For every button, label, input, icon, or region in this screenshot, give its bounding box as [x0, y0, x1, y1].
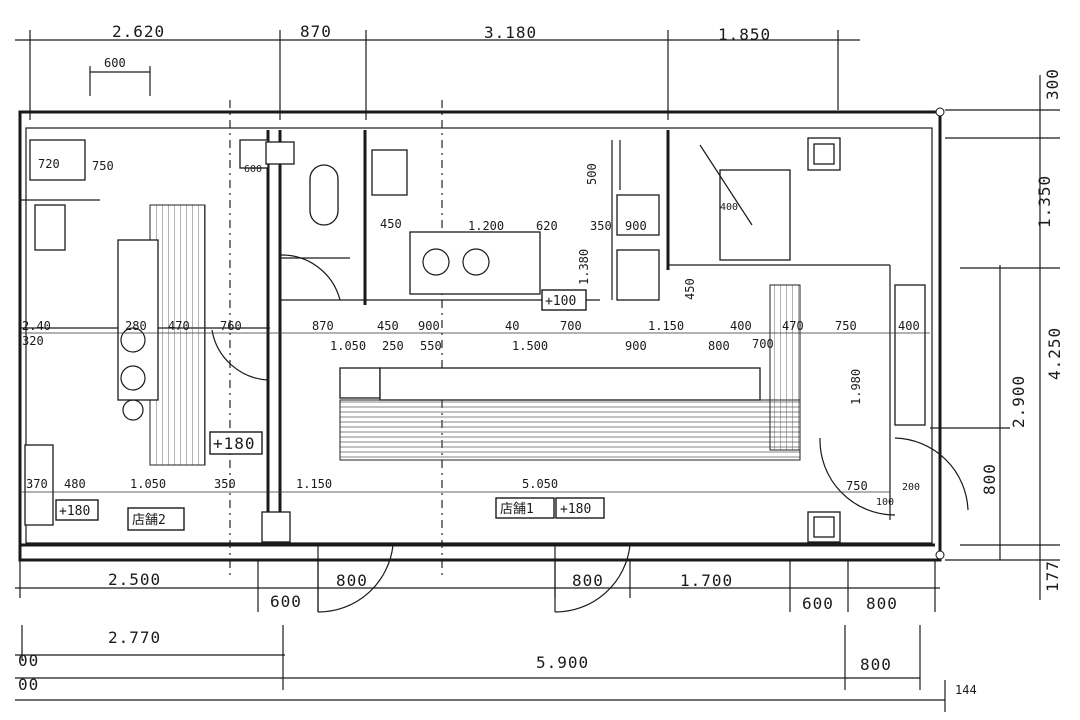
bottom-dim-7: 800 [866, 594, 898, 613]
inner-dim-a-14: 400 [898, 319, 920, 333]
top-dim-4: 1.850 [718, 25, 771, 44]
inner-dim-b-3: 250 [382, 339, 404, 353]
inner-dim-c-2: 480 [64, 477, 86, 491]
inner-dim-d-10: 500 [585, 163, 599, 185]
bottom-dim-5: 600 [270, 592, 302, 611]
bottom-dim-12: 00 [18, 675, 39, 694]
inner-dim-a-1: 2.40 [22, 319, 51, 333]
bottom-dim-13: 144 [955, 683, 977, 697]
kitchen-level-tag [541, 289, 587, 311]
inner-dim-a-12: 470 [782, 319, 804, 333]
top-dimension-lines [15, 30, 860, 580]
inner-dim-c-3: 1.050 [130, 477, 166, 491]
inner-dim-a-10: 1.150 [648, 319, 684, 333]
inner-dim-a-2: 280 [125, 319, 147, 333]
inner-dim-a-7: 900 [418, 319, 440, 333]
right-dim-6: 800 [980, 463, 999, 495]
inner-dim-b-5: 1.500 [512, 339, 548, 353]
top-dim-5: 600 [104, 56, 126, 70]
right-dimension-lines [930, 75, 1060, 600]
inner-dim-c-4: 350 [214, 477, 236, 491]
mid-level-label: +180 [213, 434, 256, 453]
inner-dim-c-6: 5.050 [522, 477, 558, 491]
inner-dim-d-6: 620 [536, 219, 558, 233]
right-dim-2: 1.350 [1035, 175, 1054, 228]
inner-dim-a-5: 870 [312, 319, 334, 333]
inner-dim-a-3: 470 [168, 319, 190, 333]
shop-2-level: +180 [59, 504, 90, 519]
right-dim-3: 4.250 [1045, 327, 1064, 380]
right-dim-1: 300 [1043, 68, 1062, 100]
inner-dim-d-13: 1.980 [849, 369, 863, 405]
inner-dim-d-8: 900 [625, 219, 647, 233]
top-dim-3: 3.180 [484, 23, 537, 42]
shop-2-label: 店舗2 [132, 513, 166, 528]
inner-dim-b-8: 700 [752, 337, 774, 351]
bottom-dim-3: 800 [572, 571, 604, 590]
inner-dim-b-4: 550 [420, 339, 442, 353]
inner-dim-a-6: 450 [377, 319, 399, 333]
inner-dim-d-5: 1.200 [468, 219, 504, 233]
inner-dim-d-1: 720 [38, 157, 60, 171]
inner-dim-d-4: 450 [380, 217, 402, 231]
inner-dim-d-7: 350 [590, 219, 612, 233]
bottom-dim-4: 1.700 [680, 571, 733, 590]
inner-dim-b-2: 1.050 [330, 339, 366, 353]
inner-dim-c-9: 100 [876, 497, 894, 508]
bottom-dim-9: 00 [18, 651, 39, 670]
inner-dim-b-6: 900 [625, 339, 647, 353]
shop-1-tag [495, 497, 605, 519]
bottom-dim-1: 2.500 [108, 570, 161, 589]
inner-dim-d-11: 1.380 [577, 249, 591, 285]
shop-2-tag [55, 499, 185, 531]
mid-level-tag [209, 431, 263, 455]
fixtures [24, 137, 926, 543]
right-dim-4: 177 [1043, 560, 1062, 592]
shop-1-label: 店舗1 [500, 502, 534, 517]
inner-dim-c-1: 370 [26, 477, 48, 491]
kitchen-level-label: +100 [545, 294, 576, 309]
shop-1-level: +180 [560, 502, 591, 517]
bottom-dim-8: 2.770 [108, 628, 161, 647]
top-dim-2: 870 [300, 22, 332, 41]
bottom-dim-10: 5.900 [536, 653, 589, 672]
inner-dim-a-8: 40 [505, 319, 519, 333]
bottom-dim-6: 600 [802, 594, 834, 613]
inner-dim-d-2: 750 [92, 159, 114, 173]
inner-dim-a-4: 760 [220, 319, 242, 333]
inner-dim-b-7: 800 [708, 339, 730, 353]
inner-dim-a-13: 750 [835, 319, 857, 333]
inner-dim-d-3: 600 [244, 164, 262, 175]
bottom-dim-2: 800 [336, 571, 368, 590]
inner-dim-b-1: 320 [22, 334, 44, 348]
inner-dim-a-9: 700 [560, 319, 582, 333]
inner-dim-d-12: 450 [683, 278, 697, 300]
bottom-dimension-lines [15, 560, 946, 712]
inner-dim-c-7: 750 [846, 479, 868, 493]
right-dim-5: 2.900 [1009, 375, 1028, 428]
inner-dim-a-11: 400 [730, 319, 752, 333]
inner-dim-c-8: 200 [902, 482, 920, 493]
inner-dim-d-9: 400 [720, 202, 738, 213]
inner-dim-c-5: 1.150 [296, 477, 332, 491]
outer-walls [18, 107, 945, 562]
top-dim-1: 2.620 [112, 22, 165, 41]
bottom-dim-11: 800 [860, 655, 892, 674]
